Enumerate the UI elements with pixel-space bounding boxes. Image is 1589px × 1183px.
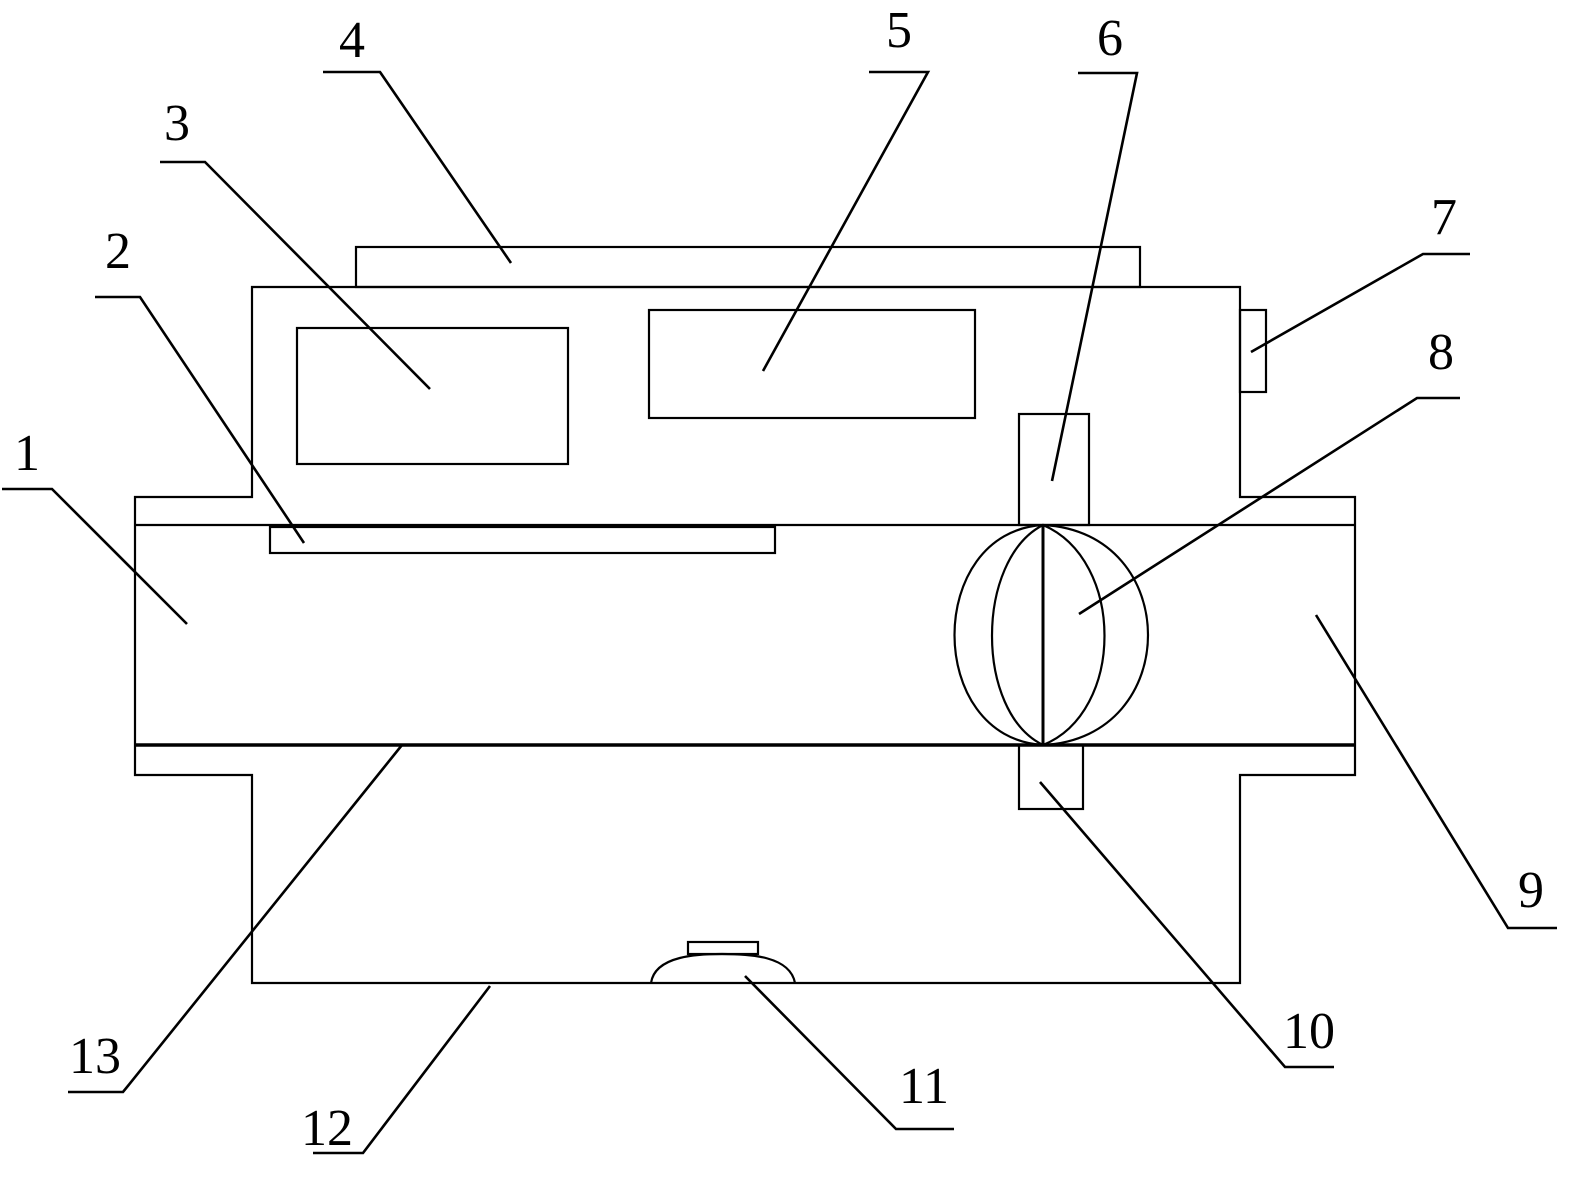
channel-strip (268, 525, 777, 555)
valve-ball-inner (990, 523, 1106, 747)
inner-box-left (295, 326, 570, 466)
bottom-button (649, 940, 797, 984)
label-8: 8 (1428, 324, 1454, 381)
leader-4 (323, 70, 513, 264)
label-4: 4 (339, 12, 365, 69)
leader-1 (2, 487, 188, 625)
leader-13 (68, 744, 404, 1094)
label-1: 1 (14, 425, 40, 482)
top-plate (354, 245, 1142, 289)
leader-2 (95, 295, 306, 544)
leader-7 (1250, 252, 1470, 354)
label-5: 5 (886, 2, 912, 59)
leader-6 (1050, 71, 1139, 482)
label-6: 6 (1097, 10, 1123, 67)
label-12: 12 (301, 1100, 353, 1157)
label-3: 3 (164, 95, 190, 152)
leader-lines (2, 70, 1557, 1155)
valve-ball (953, 523, 1149, 747)
label-2: 2 (105, 223, 131, 280)
bottom-button-cap (686, 940, 760, 956)
leader-8 (1078, 396, 1460, 616)
leader-5 (761, 70, 931, 372)
leader-12 (313, 985, 492, 1155)
label-11: 11 (899, 1058, 949, 1115)
label-10: 10 (1283, 1003, 1335, 1060)
leader-9 (1314, 614, 1557, 930)
housing-outline (133, 285, 1357, 985)
lower-shaft-block (1017, 743, 1085, 811)
inner-box-right (647, 308, 977, 420)
leader-3 (160, 160, 431, 390)
leader-10 (1039, 781, 1334, 1069)
side-button (1238, 308, 1268, 394)
bottom-button-dome (649, 952, 797, 984)
label-13: 13 (69, 1028, 121, 1085)
valve-ball-outer (953, 523, 1149, 747)
label-9: 9 (1518, 862, 1544, 919)
leader-11 (744, 975, 954, 1131)
part-labels: 1 2 3 4 5 6 7 8 9 10 11 12 13 (14, 2, 1544, 1157)
label-7: 7 (1431, 189, 1457, 246)
